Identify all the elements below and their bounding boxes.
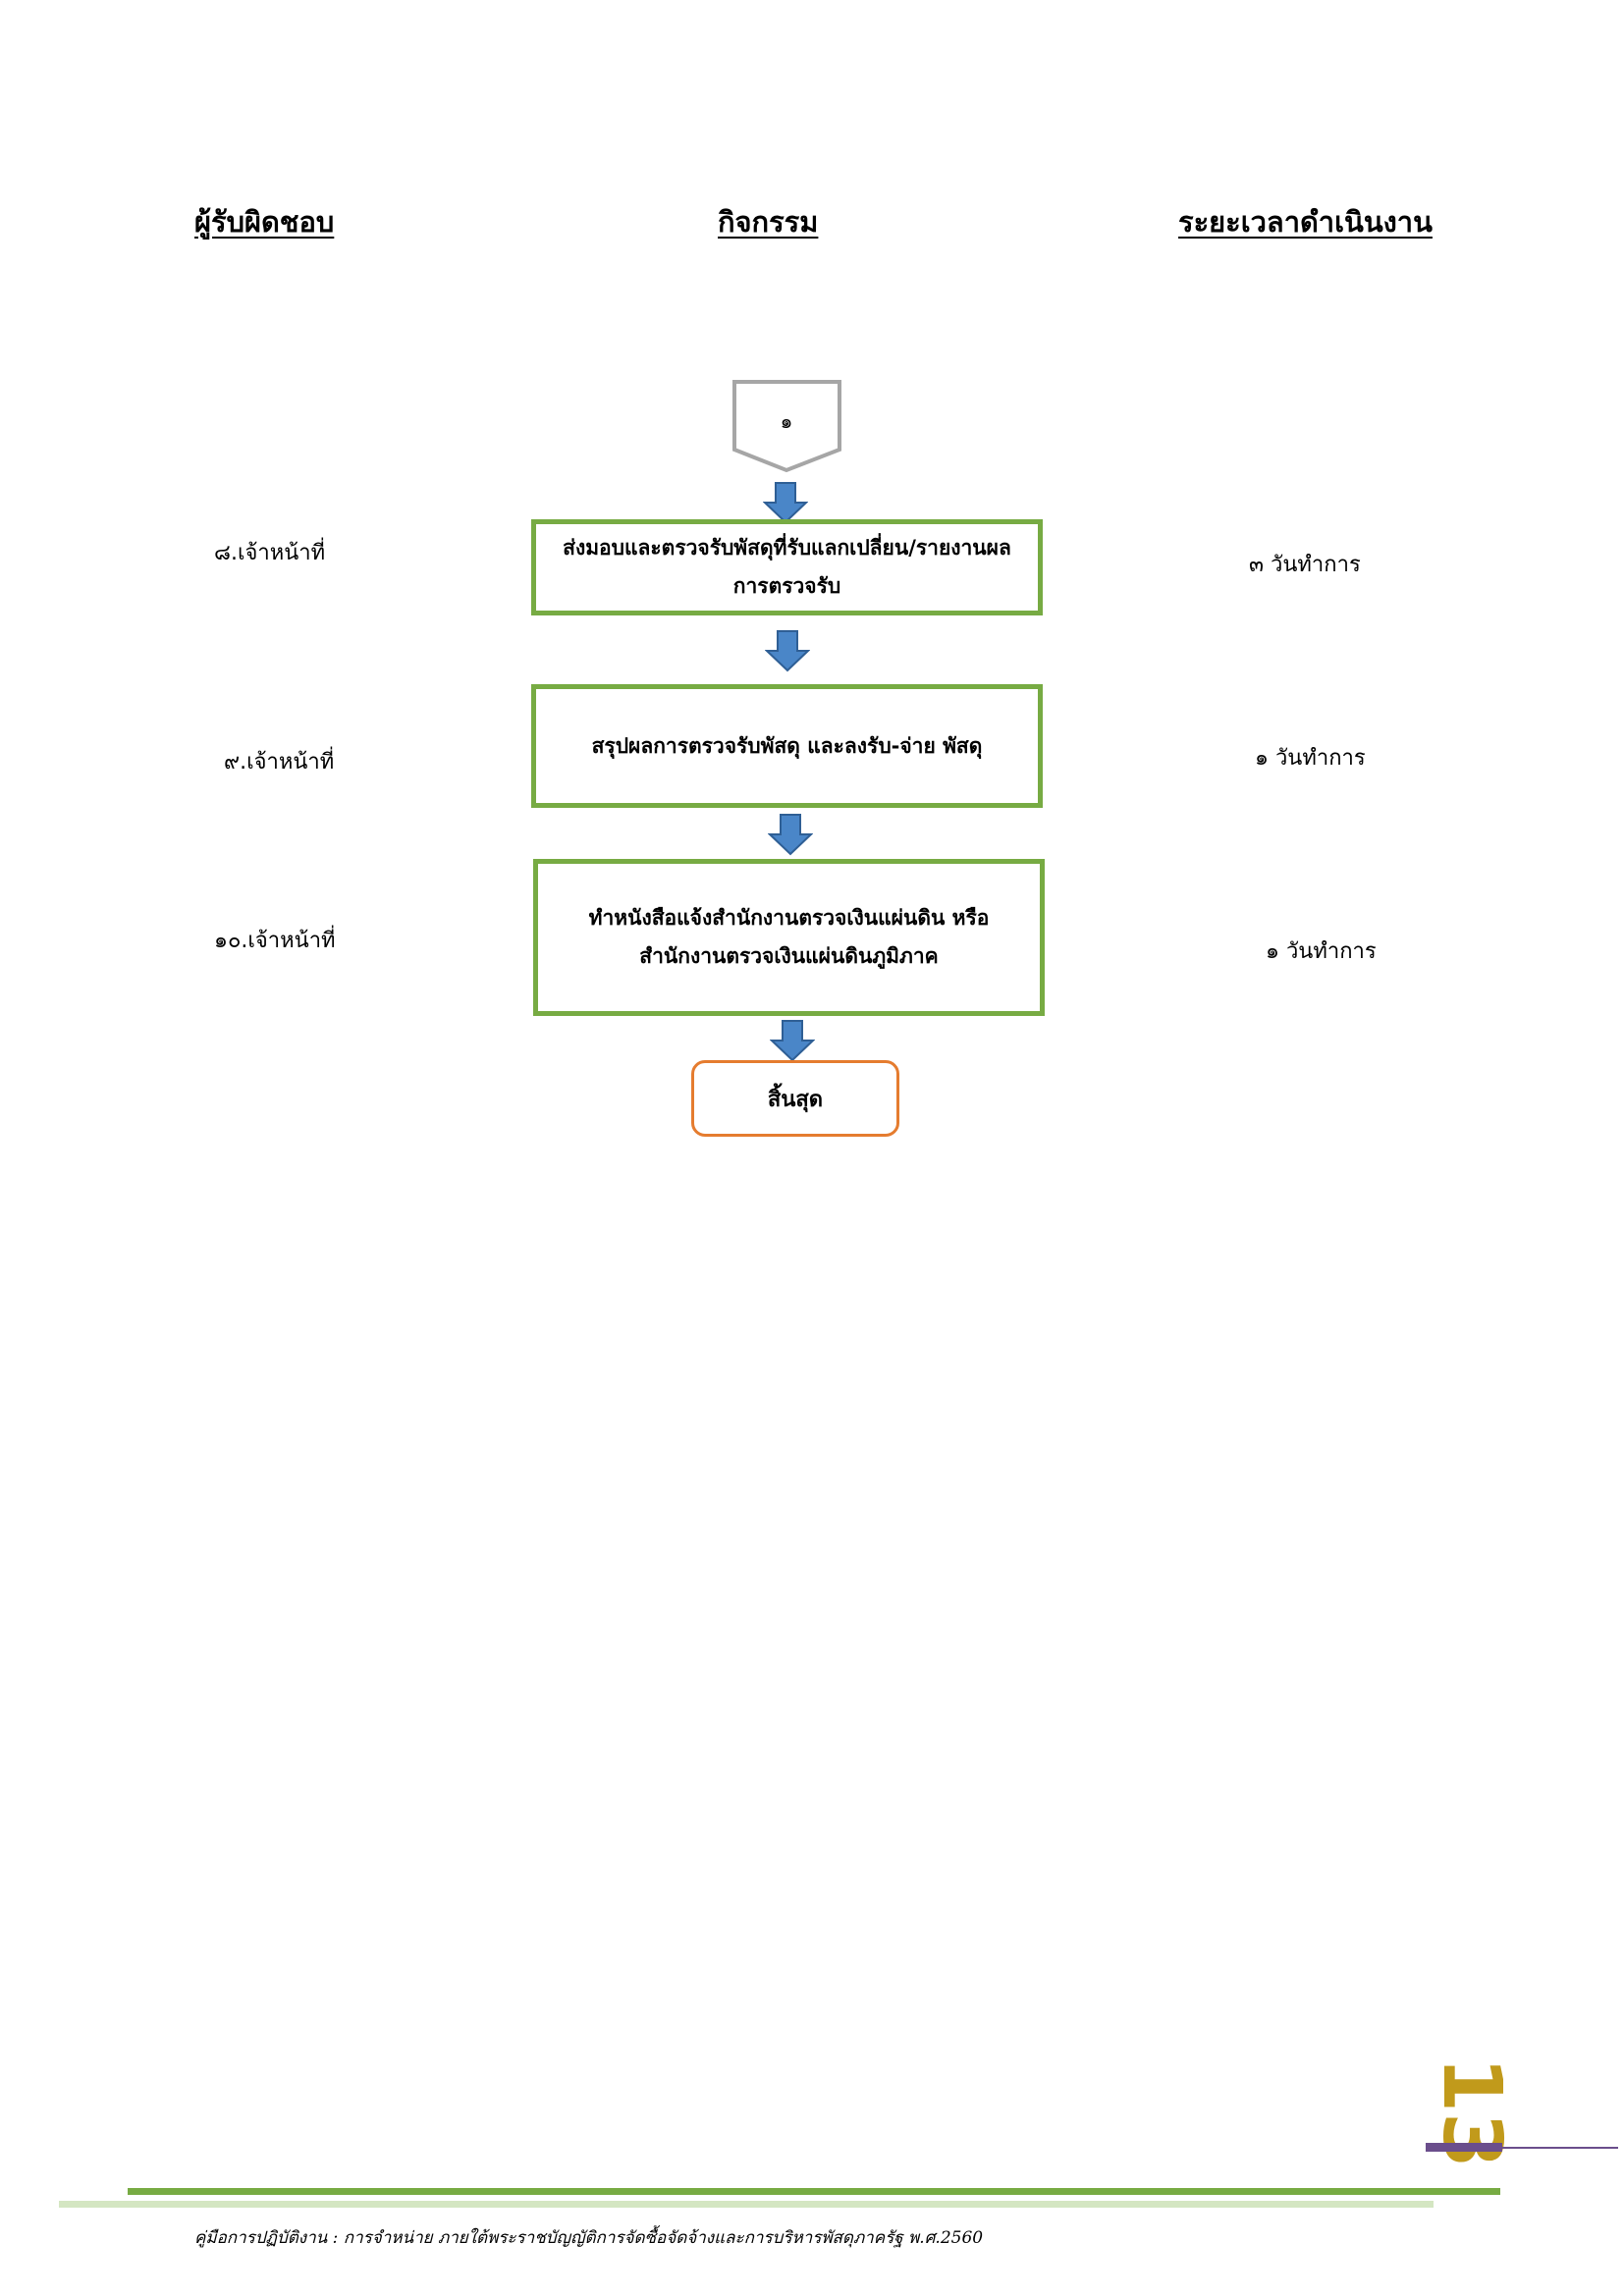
activity-text-line2: สำนักงานตรวจเงินแผ่นดินภูมิภาค xyxy=(639,944,939,968)
page-number: 13 xyxy=(1425,2056,1518,2169)
header-duration: ระยะเวลาดำเนินงาน xyxy=(1178,205,1433,239)
down-arrow-icon xyxy=(765,630,810,672)
duration-step-9: ๑ วันทำการ xyxy=(1255,746,1366,771)
purple-accent-bar xyxy=(1426,2143,1502,2152)
activity-box-step-9: สรุปผลการตรวจรับพัสดุ และลงรับ-จ่าย พัสด… xyxy=(531,684,1043,808)
responsible-step-10: ๑๐.เจ้าหน้าที่ xyxy=(214,929,336,953)
activity-text-line1: ทำหนังสือแจ้งสำนักงานตรวจเงินแผ่นดิน หรื… xyxy=(588,906,990,930)
offpage-connector xyxy=(732,380,841,473)
footer-line-light xyxy=(59,2201,1434,2208)
activity-text-line1: สรุปผลการตรวจรับพัสดุ และลงรับ-จ่าย พัสด… xyxy=(591,733,983,758)
header-activity: กิจกรรม xyxy=(718,205,819,239)
purple-accent-line xyxy=(1502,2147,1618,2149)
activity-box-step-10: ทำหนังสือแจ้งสำนักงานตรวจเงินแผ่นดิน หรื… xyxy=(533,859,1045,1016)
end-terminator: สิ้นสุด xyxy=(691,1060,899,1137)
duration-step-8: ๓ วันทำการ xyxy=(1249,553,1361,577)
activity-box-step-8: ส่งมอบและตรวจรับพัสดุที่รับแลกเปลี่ยน/รา… xyxy=(531,519,1043,615)
down-arrow-icon xyxy=(763,482,808,524)
activity-text-line2: การตรวจรับ xyxy=(732,574,841,598)
footer-line-dark xyxy=(128,2188,1500,2195)
activity-text-line1: ส่งมอบและตรวจรับพัสดุที่รับแลกเปลี่ยน/รา… xyxy=(563,536,1011,560)
header-responsible: ผู้รับผิดชอบ xyxy=(194,205,335,239)
connector-label: ๑ xyxy=(780,409,793,433)
responsible-step-8: ๘.เจ้าหน้าที่ xyxy=(214,541,326,565)
duration-step-10: ๑ วันทำการ xyxy=(1266,939,1377,964)
footer-text: คู่มือการปฏิบัติงาน : การจำหน่าย ภายใต้พ… xyxy=(194,2228,984,2248)
down-arrow-icon xyxy=(770,1020,815,1062)
responsible-step-9: ๙.เจ้าหน้าที่ xyxy=(224,750,335,774)
down-arrow-icon xyxy=(768,814,813,856)
